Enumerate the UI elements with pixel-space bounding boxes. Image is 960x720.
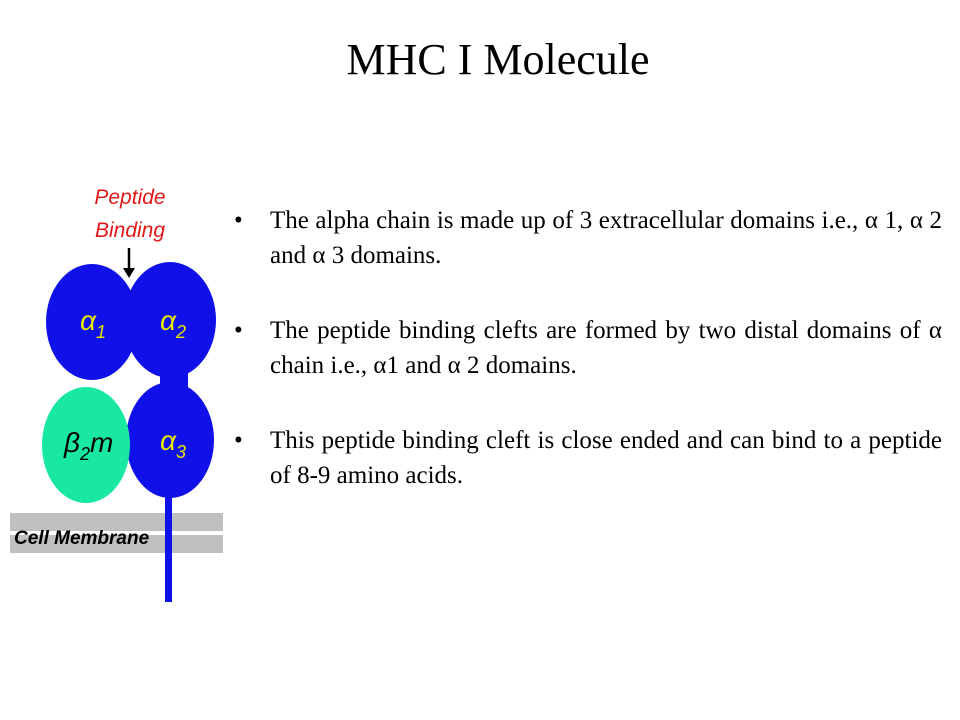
beta2m-domain <box>42 387 130 503</box>
down-arrow-icon <box>123 248 135 278</box>
cell-membrane <box>10 513 223 553</box>
slide-title: MHC I Molecule <box>346 35 650 84</box>
bullet-item: The alpha chain is made up of 3 extracel… <box>232 203 942 273</box>
alpha1-label: α1 <box>80 305 106 342</box>
alpha2-domain <box>124 262 216 378</box>
membrane-label: Cell Membrane <box>14 528 150 549</box>
beta2m-label: β2m <box>63 427 113 464</box>
bullet-item: The peptide binding clefts are formed by… <box>232 313 942 383</box>
alpha3-label: α3 <box>160 425 186 462</box>
alpha1-alpha2-bridge <box>120 306 142 332</box>
alpha2-label: α2 <box>160 305 186 342</box>
bullet-item: This peptide binding cleft is close ende… <box>232 423 942 493</box>
alpha3-domain <box>126 382 214 498</box>
peptide-label-line2: Binding <box>95 219 165 242</box>
peptide-label-line1: Peptide <box>94 186 165 209</box>
mhc-diagram: Peptide Binding Cell Membrane α1 <box>10 186 223 602</box>
alpha1-domain <box>46 264 138 380</box>
bullet-list: The alpha chain is made up of 3 extracel… <box>232 203 942 533</box>
